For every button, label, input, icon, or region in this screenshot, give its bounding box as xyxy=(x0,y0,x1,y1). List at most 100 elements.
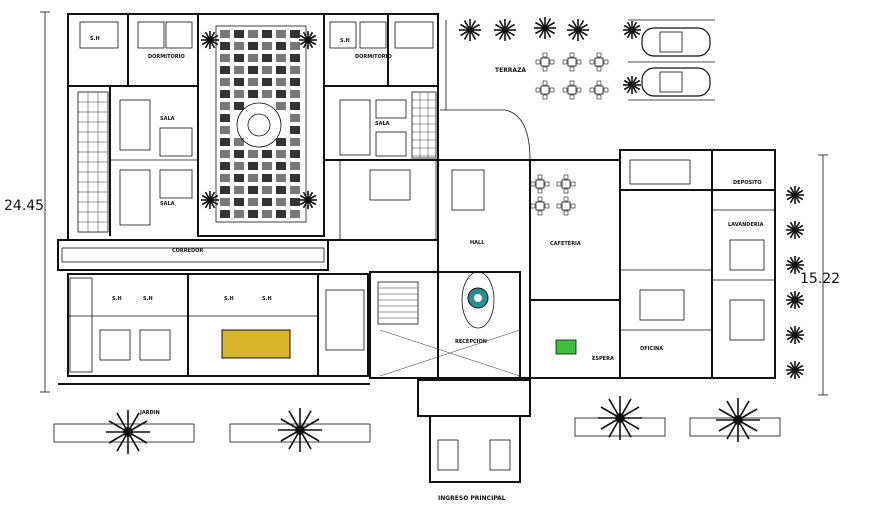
paving-tile xyxy=(234,66,244,74)
paving-tile xyxy=(262,78,272,86)
palm-tree-icon xyxy=(716,398,760,442)
palm-trunk xyxy=(208,198,212,202)
room-label-sh-1: S.H xyxy=(90,36,100,42)
paving-tile xyxy=(276,174,286,182)
palm-tree-icon xyxy=(786,361,804,379)
main-entrance: INGRESO PRINCIPAL xyxy=(417,379,531,502)
room-label-corredor: CORREDOR xyxy=(172,248,203,254)
paving-tile xyxy=(248,162,258,170)
table-icon xyxy=(567,85,577,95)
chair-icon xyxy=(589,59,595,65)
room-label-sala-1: SALA xyxy=(160,116,175,122)
paving-tile xyxy=(248,66,258,74)
chair-icon xyxy=(535,59,541,65)
paving-tile xyxy=(248,30,258,38)
palm-trunk xyxy=(575,27,581,33)
corridor-band: CORREDOR xyxy=(57,239,329,271)
paving-tile xyxy=(276,198,286,206)
paving-tile xyxy=(276,138,286,146)
chair-icon xyxy=(569,66,575,72)
palm-tree-icon xyxy=(786,326,804,344)
paving-tile xyxy=(234,138,244,146)
paving-tile xyxy=(234,78,244,86)
chair-icon xyxy=(542,80,548,86)
paving-tile xyxy=(262,162,272,170)
palm-tree-icon xyxy=(786,221,804,239)
palm-tree-icon xyxy=(598,396,642,440)
room-label-jardin: JARDIN xyxy=(139,410,160,416)
paving-tile xyxy=(234,198,244,206)
paving-tile xyxy=(290,126,300,134)
chair-icon xyxy=(569,94,575,100)
paving-tile xyxy=(220,30,230,38)
paving-tile xyxy=(290,210,300,218)
paving-tile xyxy=(234,174,244,182)
paving-tile xyxy=(276,90,286,98)
paving-tile xyxy=(276,54,286,62)
paving-tile xyxy=(276,162,286,170)
chair-icon xyxy=(576,87,582,93)
paving-tile xyxy=(276,150,286,158)
paving-tile xyxy=(290,78,300,86)
paving-tile xyxy=(290,90,300,98)
table-icon xyxy=(567,57,577,67)
chair-icon xyxy=(563,210,569,216)
car-icon-2 xyxy=(641,67,711,97)
paving-tile xyxy=(290,66,300,74)
room-label-sh-5: S.H xyxy=(224,296,234,302)
paving-tile xyxy=(220,54,230,62)
table-icon xyxy=(535,179,545,189)
paving-tile xyxy=(290,162,300,170)
chair-icon xyxy=(596,66,602,72)
paving-tile xyxy=(276,30,286,38)
corridor-tiles-west xyxy=(77,91,109,233)
palm-tree-icon xyxy=(623,76,641,94)
paving-tile xyxy=(248,186,258,194)
dimension-right-label: 15.22 xyxy=(800,271,840,287)
palm-tree-icon xyxy=(278,408,322,452)
paving-tile xyxy=(290,150,300,158)
chair-icon xyxy=(563,188,569,194)
chair-icon xyxy=(603,87,609,93)
chair-icon xyxy=(537,196,543,202)
dimension-left-label: 24.45 xyxy=(4,198,44,214)
paving-tile xyxy=(248,174,258,182)
palm-tree-icon xyxy=(786,186,804,204)
chair-icon xyxy=(537,188,543,194)
paving-tile xyxy=(262,186,272,194)
room-label-dormitorio-1: DORMITORIO xyxy=(148,54,185,60)
table-icon xyxy=(594,57,604,67)
chair-icon xyxy=(542,66,548,72)
chair-icon xyxy=(535,87,541,93)
paving-tile xyxy=(248,210,258,218)
paving-tile xyxy=(248,54,258,62)
palm-tree-icon xyxy=(623,21,641,39)
desk-icon xyxy=(555,339,577,355)
room-label-sh-6: S.H xyxy=(262,296,272,302)
room-label-sala-3: SALA xyxy=(375,121,390,127)
paving-tile xyxy=(262,210,272,218)
palm-trunk xyxy=(502,27,508,33)
paving-tile xyxy=(220,138,230,146)
chair-icon xyxy=(542,52,548,58)
chair-icon xyxy=(596,80,602,86)
paving-tile xyxy=(290,30,300,38)
room-label-sh-3: S.H xyxy=(112,296,122,302)
room-label-lavanderia: LAVANDERIA xyxy=(728,222,764,228)
chair-icon xyxy=(530,181,536,187)
palm-tree-icon xyxy=(299,191,317,209)
chair-icon xyxy=(562,87,568,93)
chair-icon xyxy=(563,174,569,180)
paving-tile xyxy=(262,54,272,62)
palm-trunk xyxy=(793,228,797,232)
table-icon xyxy=(594,85,604,95)
chair-icon xyxy=(562,59,568,65)
paving-tile xyxy=(262,42,272,50)
paving-tile xyxy=(248,78,258,86)
chair-icon xyxy=(544,203,550,209)
palm-trunk xyxy=(793,263,797,267)
palm-trunk xyxy=(630,28,634,32)
palm-trunk xyxy=(542,25,548,31)
courtyard-paving xyxy=(220,30,300,218)
chair-icon xyxy=(537,174,543,180)
